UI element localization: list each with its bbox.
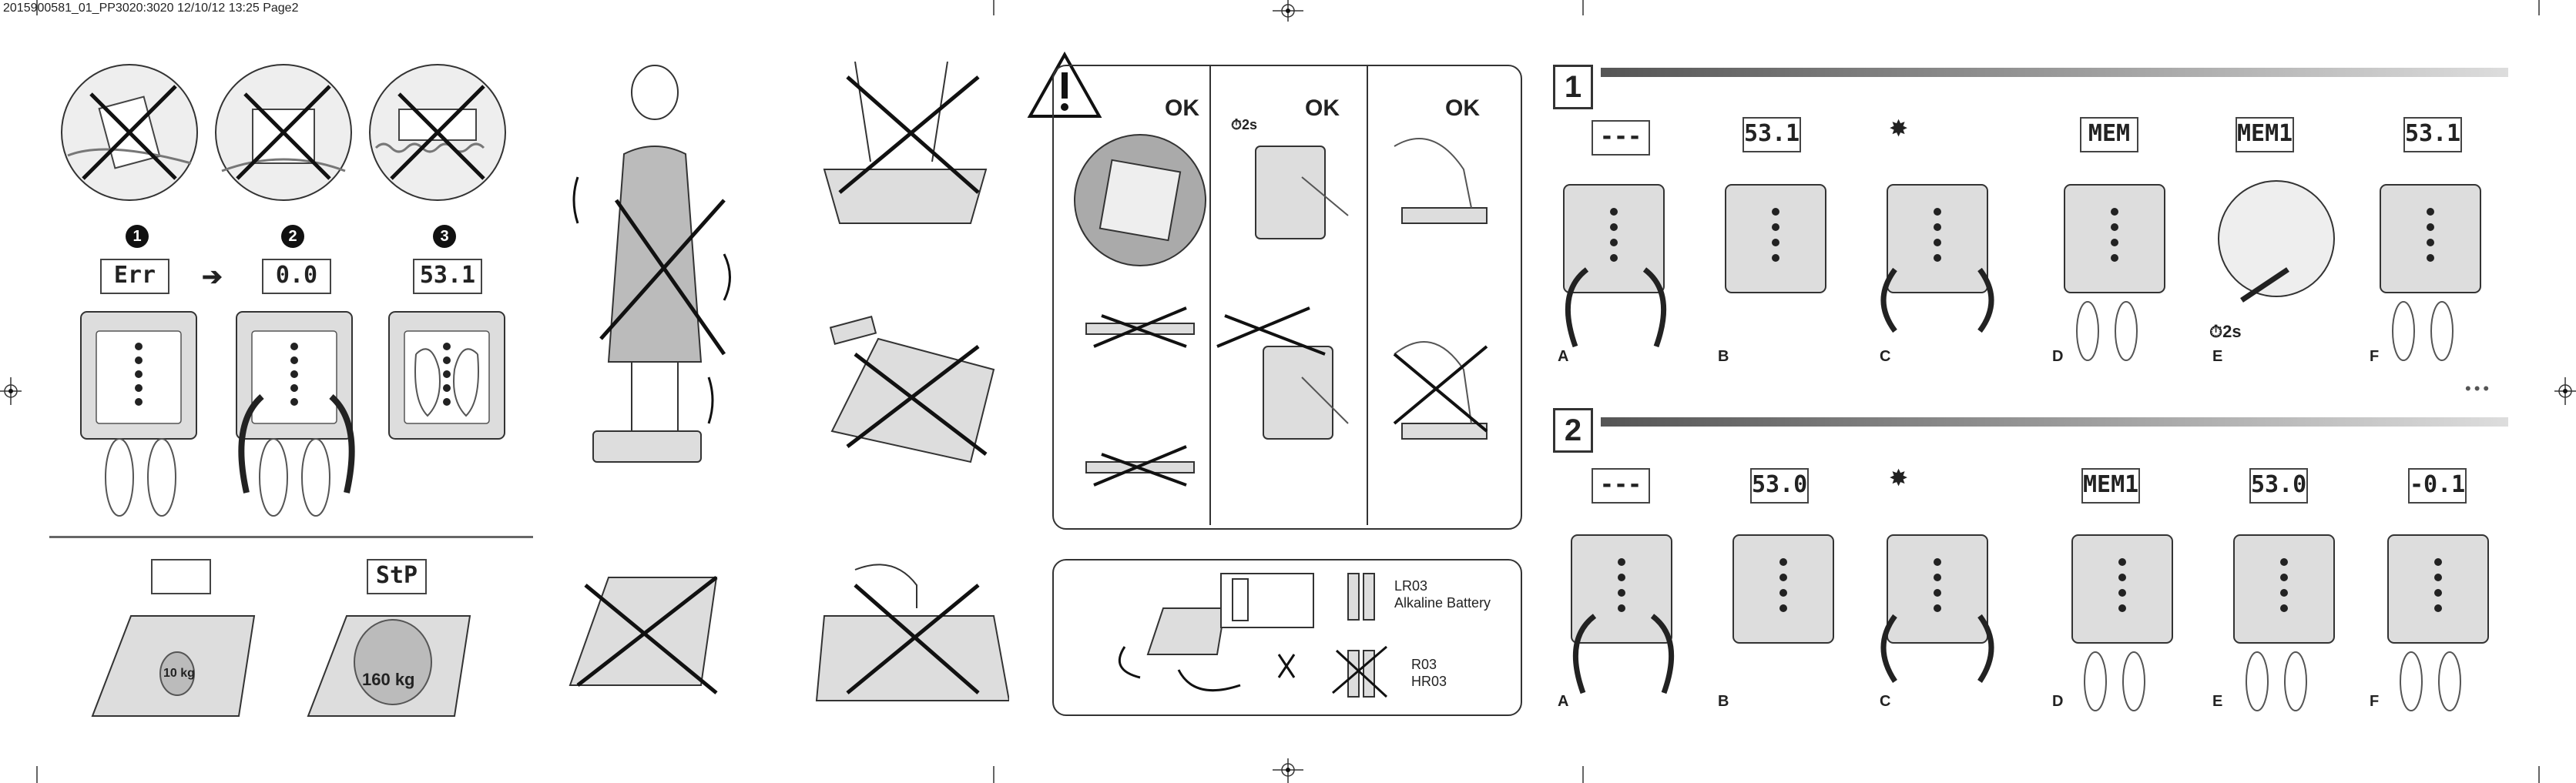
step-number-2: 2	[281, 225, 304, 248]
s2-letter-d: D	[2052, 693, 2064, 710]
print-header: 2015900581_01_PP3020:3020 12/10/12 13:25…	[3, 2, 299, 15]
weight-10kg-label: 10 kg	[163, 667, 195, 680]
section-bar-2	[1601, 417, 2508, 427]
s2-display-e: 53.0	[2249, 468, 2308, 504]
display-zero: 0.0	[262, 259, 331, 294]
display-err: Err	[100, 259, 169, 294]
s2-display-d: MEM1	[2081, 468, 2140, 504]
battery-lr03: LR03	[1394, 578, 1428, 594]
section-bar-1	[1601, 68, 2508, 77]
weight-160kg-label: 160 kg	[362, 670, 415, 689]
battery-illustration	[1118, 573, 1388, 698]
placement-panel-illustrations	[1074, 134, 1488, 487]
s2-scales	[1571, 534, 2489, 711]
section-number-1: 1	[1553, 65, 1593, 109]
s1-display-f: 53.1	[2403, 117, 2462, 152]
more-dots: •••	[2465, 379, 2493, 398]
ok-label-2: OK	[1305, 95, 1340, 121]
s2-letter-c: C	[1880, 693, 1891, 710]
standing-woman-illustration	[572, 65, 731, 463]
calibration-scales	[91, 615, 471, 717]
display-stp: StP	[367, 559, 427, 594]
s2-display-f: -0.1	[2408, 468, 2467, 504]
s1-letter-f: F	[2370, 348, 2380, 365]
arrow-right-icon: ➔	[202, 263, 223, 290]
section-number-2: 2	[1553, 408, 1593, 453]
s1-scales	[1563, 180, 2481, 361]
s1-display-a: ---	[1592, 120, 1650, 156]
panel-divider-2	[1367, 66, 1368, 525]
s2-letter-a: A	[1558, 693, 1569, 710]
s1-display-e: MEM1	[2236, 117, 2294, 152]
warning-triangle-icon	[1027, 51, 1102, 118]
s1-figure-flashing-icon: ✸	[1889, 116, 1909, 142]
timer-label: 2s	[1242, 117, 1258, 132]
carpet-warning	[569, 576, 718, 694]
battery-panel	[1052, 559, 1522, 716]
display-blank	[151, 559, 211, 594]
step-number-1: 1	[126, 225, 149, 248]
placement-illustrations	[61, 64, 506, 201]
s1-letter-d: D	[2052, 348, 2064, 365]
s1-letter-a: A	[1558, 348, 1569, 365]
s1-display-d: MEM	[2080, 117, 2138, 152]
wet-feet-warning	[823, 62, 988, 224]
s1-timer-label: 2s	[2222, 322, 2242, 341]
display-531: 53.1	[413, 259, 482, 294]
scales-first-use	[80, 311, 505, 517]
s2-display-b: 53.0	[1750, 468, 1809, 504]
s1-timer-icon: ⏱2s	[2209, 322, 2242, 341]
s1-letter-c: C	[1880, 348, 1891, 365]
s2-letter-b: B	[1718, 693, 1729, 710]
s2-display-a: ---	[1592, 468, 1650, 504]
mobile-phone-warning	[829, 316, 995, 463]
timer-icon: ⏱2s	[1231, 117, 1258, 132]
placement-panel	[1052, 65, 1522, 530]
s2-letter-f: F	[2370, 693, 2380, 710]
battery-r03: R03	[1411, 657, 1437, 672]
s2-figure-flashing-icon: ✸	[1889, 466, 1909, 491]
water-warning	[815, 564, 1009, 701]
battery-alkaline: Alkaline Battery	[1394, 595, 1491, 611]
panel-divider-1	[1209, 66, 1211, 525]
s1-display-b: 53.1	[1742, 117, 1801, 152]
s2-letter-e: E	[2212, 693, 2223, 710]
ok-label-1: OK	[1165, 95, 1199, 121]
step-number-3: 3	[433, 225, 456, 248]
divider	[49, 536, 533, 538]
ok-label-3: OK	[1445, 95, 1480, 121]
battery-hr03: HR03	[1411, 674, 1447, 689]
s1-letter-e: E	[2212, 348, 2223, 365]
s1-letter-b: B	[1718, 348, 1729, 365]
